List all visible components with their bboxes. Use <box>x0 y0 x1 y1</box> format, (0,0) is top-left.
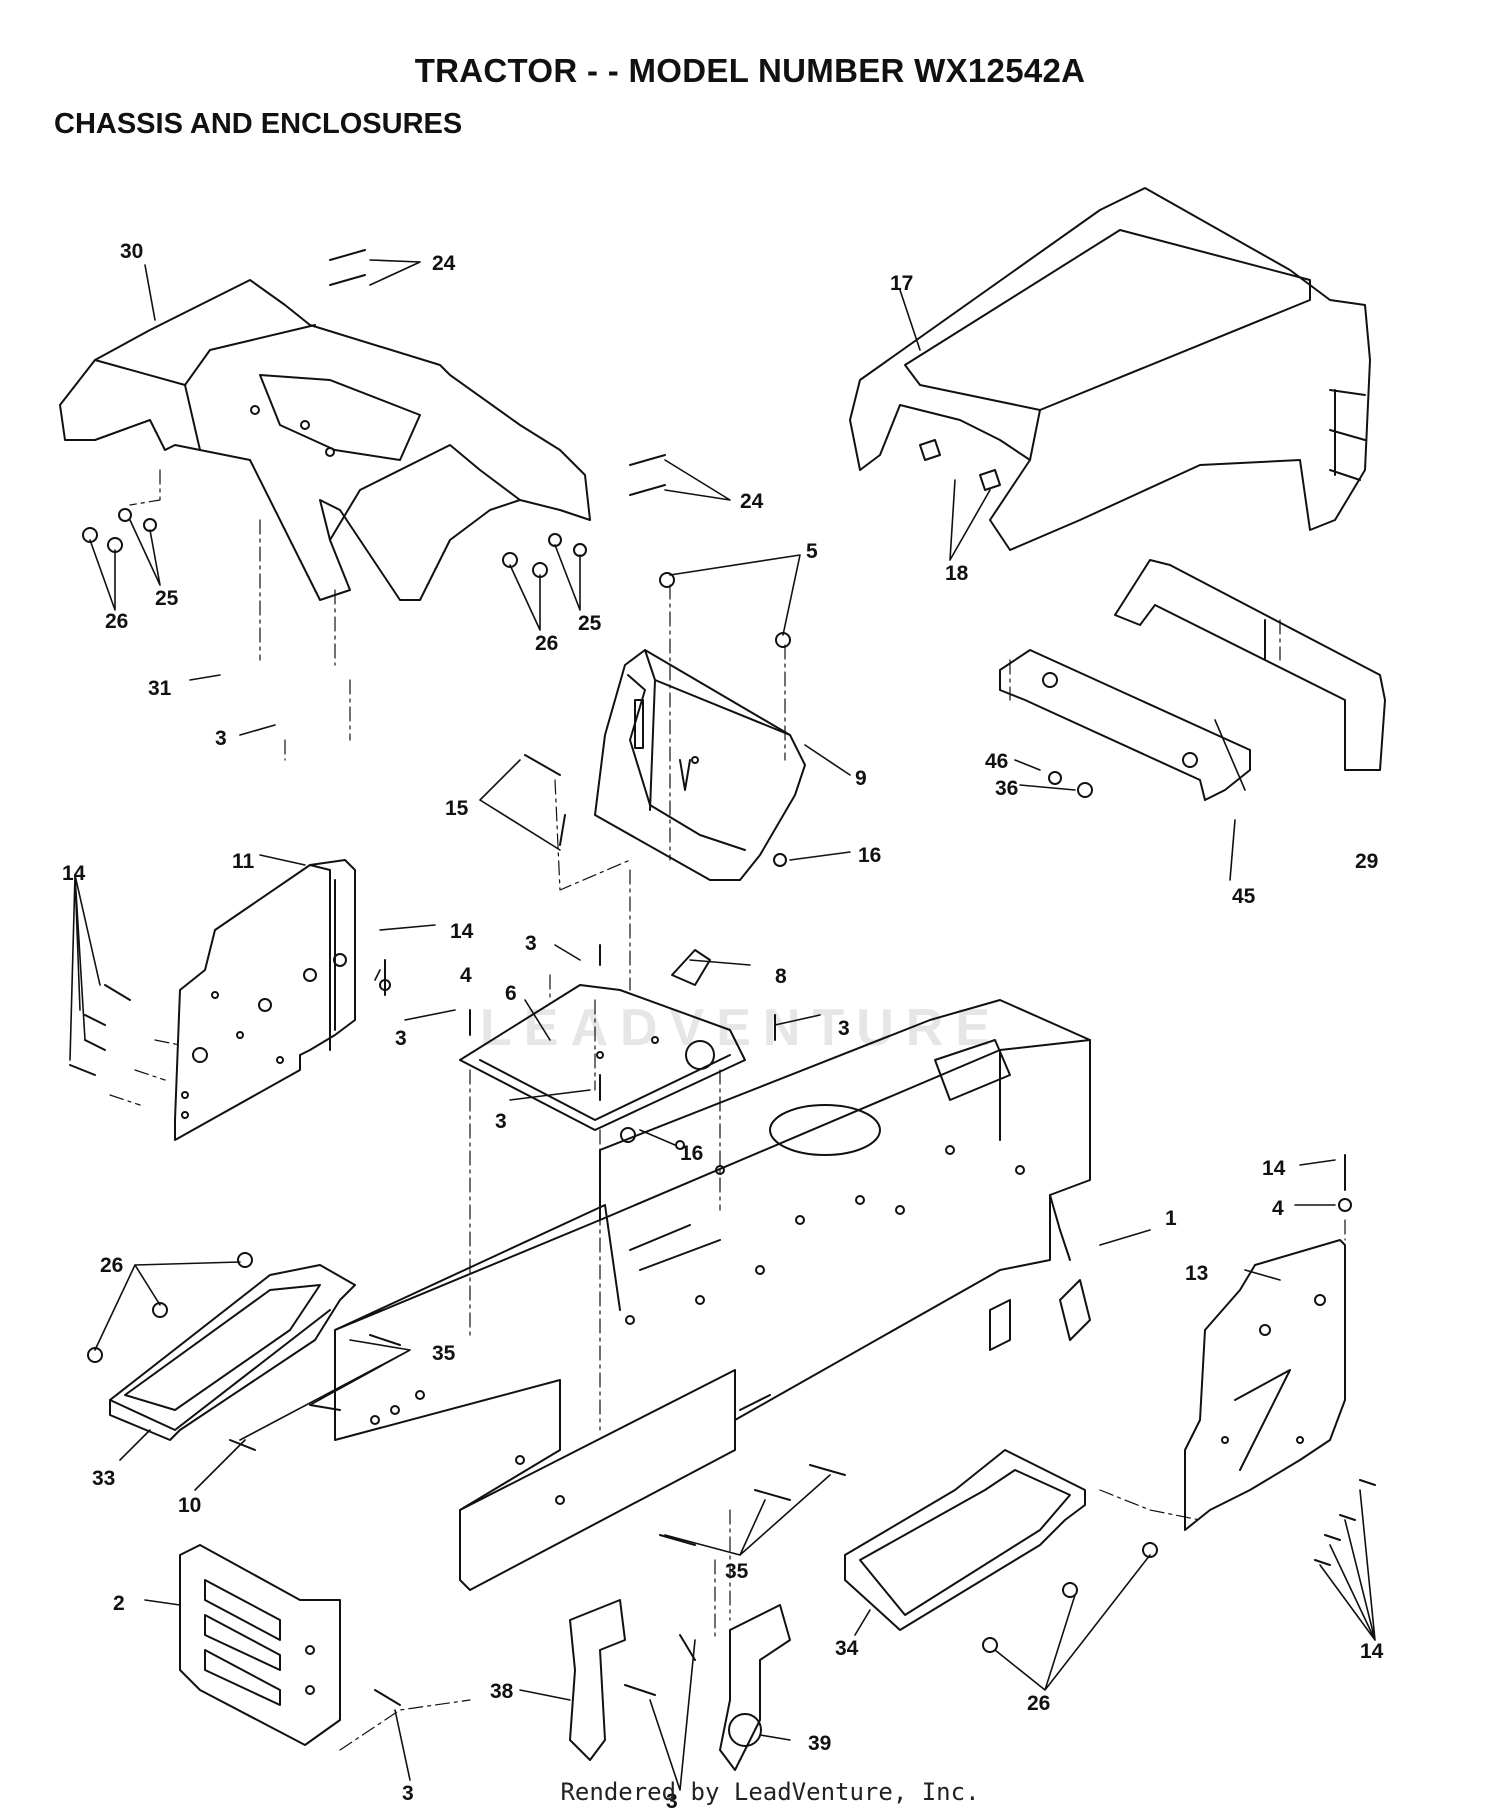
part-right-footrest <box>844 1449 1086 1631</box>
callout-26: 26 <box>1027 1692 1050 1715</box>
callout-16: 16 <box>680 1142 703 1165</box>
callout-3: 3 <box>495 1110 507 1133</box>
part-bracket-39 <box>719 1604 791 1771</box>
callout-24: 24 <box>740 490 764 513</box>
callout-8: 8 <box>775 965 787 988</box>
page-title: TRACTOR - - MODEL NUMBER WX12542A <box>414 52 1086 89</box>
part-cable-clamp <box>671 949 711 986</box>
part-left-side-panel <box>174 859 356 1141</box>
part-main-frame <box>334 999 1091 1591</box>
part-right-side-panel <box>1184 1239 1346 1531</box>
callout-6: 6 <box>505 982 517 1005</box>
part-floor-plate <box>459 984 746 1131</box>
callout-3: 3 <box>402 1782 414 1805</box>
callout-16: 16 <box>858 844 881 867</box>
callout-3: 3 <box>215 727 227 750</box>
callout-25: 25 <box>155 587 179 610</box>
callout-2: 2 <box>113 1592 125 1615</box>
hardware <box>69 249 1376 1706</box>
part-front-bracket <box>179 1544 341 1746</box>
part-left-footrest <box>109 1264 356 1441</box>
exploded-view-centerlines <box>109 469 1346 1751</box>
callout-3: 3 <box>838 1017 850 1040</box>
callout-15: 15 <box>445 797 469 820</box>
callout-4: 4 <box>460 964 472 987</box>
callout-25: 25 <box>578 612 602 635</box>
callout-30: 30 <box>120 240 143 263</box>
part-hood <box>849 187 1371 551</box>
callout-36: 36 <box>995 777 1018 800</box>
callout-29: 29 <box>1355 850 1378 873</box>
callout-35: 35 <box>725 1560 749 1583</box>
callout-39: 39 <box>808 1732 831 1755</box>
callout-5: 5 <box>806 540 818 563</box>
callout-3: 3 <box>666 1790 678 1813</box>
footer-credit: Rendered by LeadVenture, Inc. <box>560 1778 980 1806</box>
callout-9: 9 <box>855 767 867 790</box>
callout-14: 14 <box>1360 1640 1384 1663</box>
part-dash-panel <box>594 649 806 881</box>
callout-26: 26 <box>100 1254 123 1277</box>
callout-45: 45 <box>1232 885 1256 908</box>
callout-4: 4 <box>1272 1197 1284 1220</box>
callout-35: 35 <box>432 1342 456 1365</box>
callout-1: 1 <box>1165 1207 1177 1230</box>
callout-13: 13 <box>1185 1262 1208 1285</box>
watermark-text: LEADVENTURE <box>480 999 1002 1057</box>
callout-33: 33 <box>92 1467 115 1490</box>
callout-14: 14 <box>1262 1157 1286 1180</box>
callout-3: 3 <box>525 932 537 955</box>
callout-26: 26 <box>535 632 558 655</box>
callout-14: 14 <box>450 920 474 943</box>
callout-labels: 30 24 17 24 5 26 25 26 25 18 31 3 9 15 4… <box>62 240 1384 1813</box>
callout-26: 26 <box>105 610 128 633</box>
callout-3: 3 <box>395 1027 407 1050</box>
callout-14: 14 <box>62 862 86 885</box>
callout-10: 10 <box>178 1494 201 1517</box>
callout-24: 24 <box>432 252 456 275</box>
callout-34: 34 <box>835 1637 859 1660</box>
callout-11: 11 <box>232 850 255 873</box>
part-grille-bracket <box>999 649 1251 801</box>
part-rear-fender <box>59 279 591 601</box>
callout-leaders <box>69 259 1376 1791</box>
callout-18: 18 <box>945 562 969 585</box>
part-bracket-38 <box>569 1599 626 1761</box>
section-title: CHASSIS AND ENCLOSURES <box>54 108 463 140</box>
callout-38: 38 <box>490 1680 514 1703</box>
callout-46: 46 <box>985 750 1008 773</box>
part-grille <box>1114 559 1386 771</box>
callout-31: 31 <box>148 677 172 700</box>
callout-17: 17 <box>890 272 913 295</box>
